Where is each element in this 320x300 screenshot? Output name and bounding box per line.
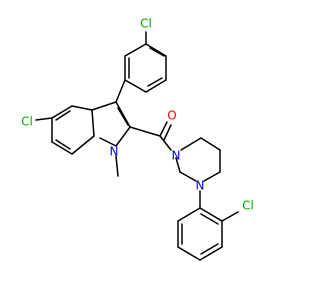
bond bbox=[115, 79, 126, 103]
bond bbox=[91, 109, 95, 137]
bond bbox=[55, 139, 71, 150]
bond bbox=[200, 243, 219, 255]
bond bbox=[71, 105, 93, 111]
bond bbox=[71, 135, 95, 155]
bond bbox=[124, 79, 147, 93]
bond bbox=[35, 117, 53, 121]
bond bbox=[159, 121, 168, 137]
bonds bbox=[35, 31, 239, 261]
bond bbox=[159, 135, 172, 151]
atom-label-chlorine-left: Cl bbox=[21, 115, 33, 129]
bond bbox=[115, 155, 119, 177]
molecule-structure: Cl Cl O N N N Cl bbox=[21, 17, 254, 261]
atom-label-nitrogen-piperazine-top: N bbox=[172, 149, 181, 163]
atom-label-oxygen: O bbox=[167, 109, 176, 123]
atom-labels: Cl Cl O N N N Cl bbox=[21, 17, 254, 213]
bond bbox=[179, 171, 197, 182]
atom-label-nitrogen-indole: N bbox=[110, 145, 119, 159]
bond bbox=[200, 213, 219, 225]
bond bbox=[163, 124, 172, 141]
bond bbox=[117, 107, 129, 126]
bond bbox=[200, 137, 221, 151]
bond bbox=[115, 126, 131, 147]
atom-label-chlorine-bottom: Cl bbox=[242, 199, 254, 213]
bond bbox=[177, 207, 201, 222]
atom-label-nitrogen-piperazine-bottom: N bbox=[196, 179, 205, 193]
bond bbox=[51, 141, 73, 155]
bond bbox=[175, 157, 181, 173]
bond bbox=[221, 211, 239, 222]
bond bbox=[203, 171, 221, 182]
bond bbox=[149, 47, 165, 57]
bond bbox=[180, 137, 202, 151]
bond bbox=[145, 79, 167, 93]
bond bbox=[199, 207, 223, 222]
bond bbox=[115, 101, 131, 128]
bond bbox=[145, 43, 167, 57]
bond bbox=[199, 246, 223, 261]
bond bbox=[129, 126, 161, 137]
molecule-canvas: Cl Cl O N N N Cl bbox=[21, 16, 254, 261]
bond bbox=[55, 110, 71, 121]
bond bbox=[124, 43, 147, 57]
bond bbox=[147, 77, 163, 87]
bond bbox=[99, 137, 117, 147]
bond bbox=[91, 101, 117, 111]
atom-label-chlorine-top: Cl bbox=[140, 17, 152, 31]
bond bbox=[177, 246, 201, 261]
bond bbox=[51, 105, 73, 119]
